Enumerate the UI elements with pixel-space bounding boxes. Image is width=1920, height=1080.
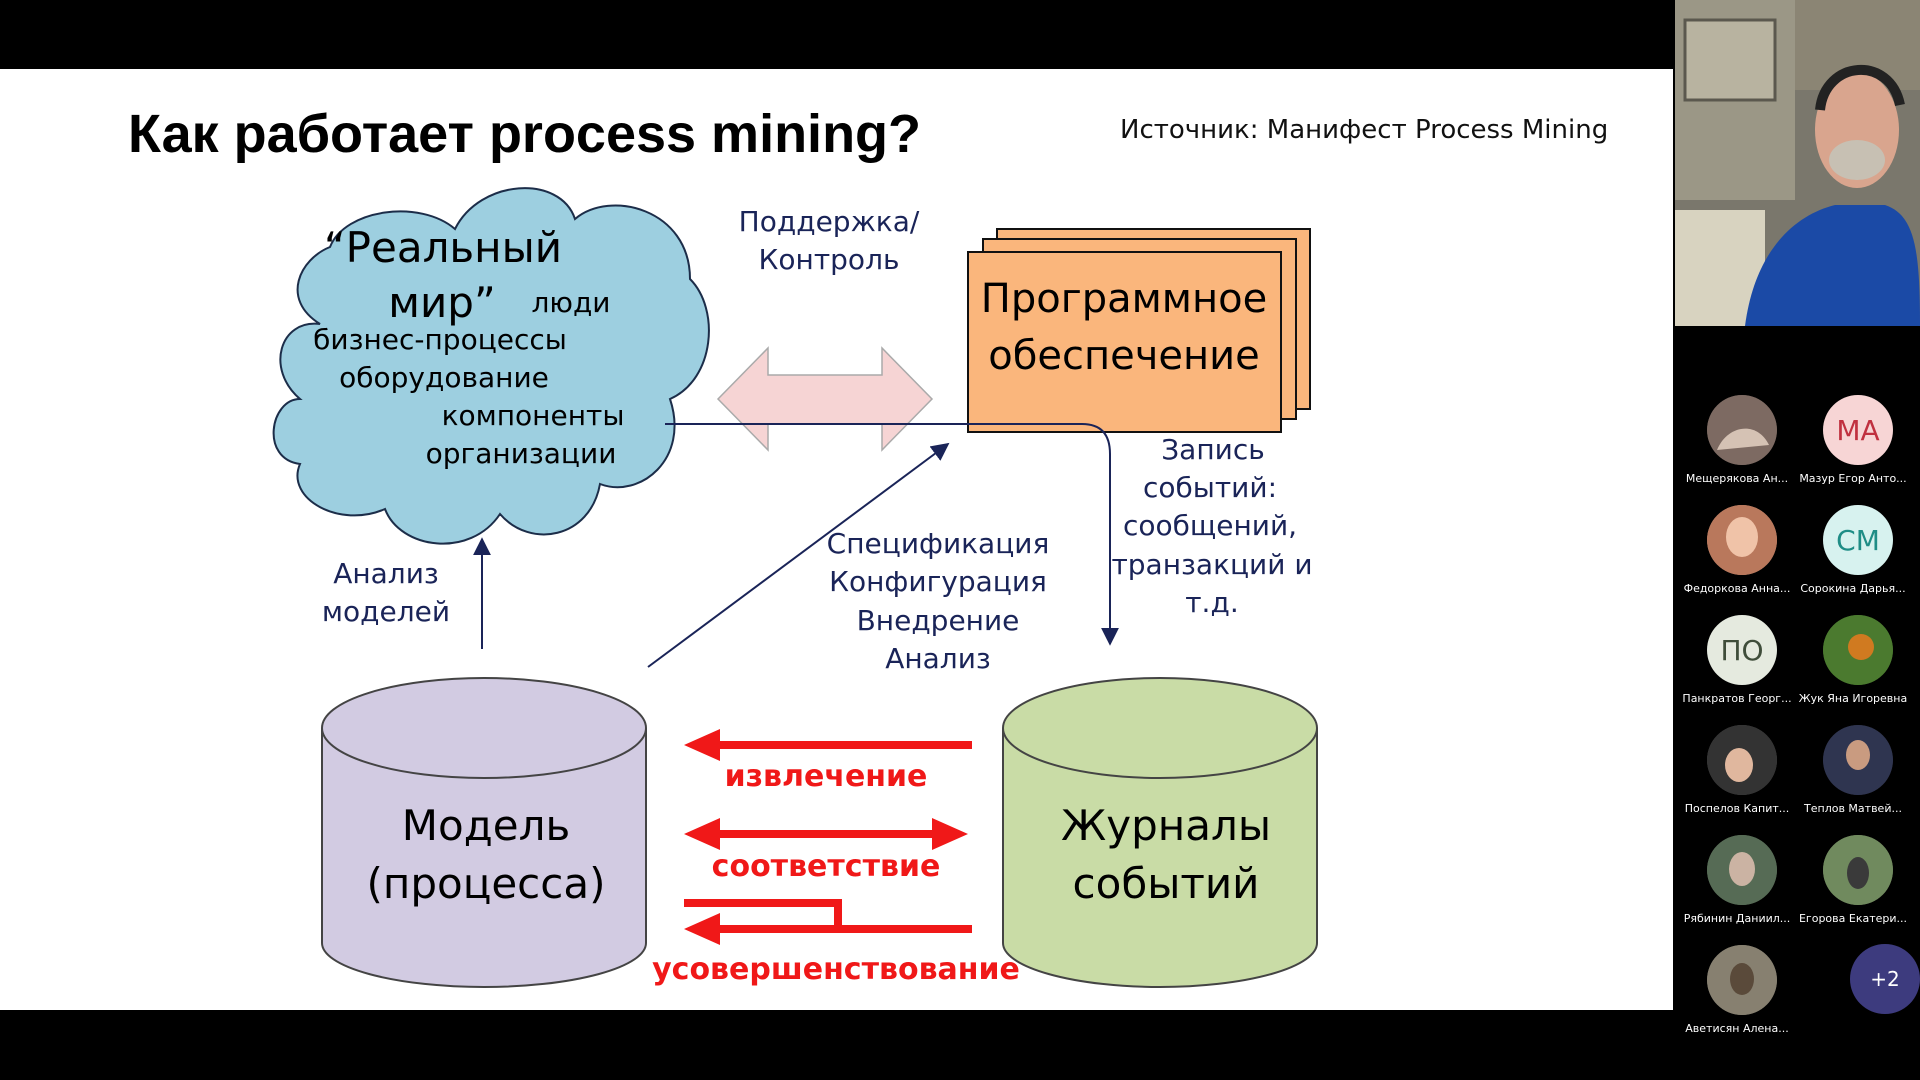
participant-name: Федоркова Анна... [1683,582,1791,595]
event-record-label-line3: сообщений, [1123,509,1297,542]
avatar [1707,725,1777,795]
event-record-label-line2: событий: [1143,471,1277,504]
more-participants-button[interactable]: +2 [1850,944,1920,1014]
participant-name: Поспелов Капит... [1684,802,1790,815]
avatar-photo [1707,505,1777,575]
logs-label-line1: Журналы [1061,801,1271,850]
participant-name: Мазур Егор Анто... [1799,472,1907,485]
slide-source: Источник: Манифест Process Mining [1120,115,1609,145]
extraction-label: извлечение [725,759,928,794]
avatar-photo [1707,835,1777,905]
event-record-label-line1: Запись [1161,433,1265,466]
avatar [1707,395,1777,465]
participant-name: Панкратов Георг... [1682,692,1792,705]
participant-name: Жук Яна Игоревна [1798,692,1908,705]
participant-tile[interactable]: Аветисян Алена... [1679,936,1795,1046]
support-control-double-arrow [716,346,934,452]
analysis-label-line2: моделей [322,595,450,628]
participant-name: Сорокина Дарья... [1800,582,1906,595]
real-world-cloud [272,187,710,545]
spec-label-line2: Конфигурация [829,565,1047,598]
avatar [1707,835,1777,905]
participant-tile[interactable]: Теплов Матвей... [1795,716,1911,826]
model-label-line2: (процесса) [367,859,606,908]
participant-tile[interactable]: ПО Панкратов Георг... [1679,606,1795,716]
avatar-photo [1707,395,1777,465]
avatar [1823,835,1893,905]
software-stack [967,228,1311,433]
logs-label-line2: событий [1073,859,1260,908]
cloud-item-people: люди [531,286,610,319]
event-record-label-line5: т.д. [1185,586,1238,619]
slide-title: Как работает process mining? [128,104,922,164]
avatar-photo [1707,725,1777,795]
avatar: МА [1823,395,1893,465]
conformance-arrow [684,818,968,850]
participant-tile[interactable]: Рябинин Даниил... [1679,826,1795,936]
avatar-photo [1823,615,1893,685]
participant-name: Рябинин Даниил... [1683,912,1791,925]
avatar: СМ [1823,505,1893,575]
model-label-line1: Модель [402,801,570,850]
specification-arrow [647,442,950,668]
cloud-item-organizations: организации [426,437,617,470]
software-label-line2: обеспечение [988,333,1260,379]
participant-name: Мещерякова Ан... [1685,472,1789,485]
spec-label-line4: Анализ [885,642,991,675]
participant-name: Егорова Екатери... [1798,912,1908,925]
participant-name: Теплов Матвей... [1804,802,1902,815]
presentation-slide: “Реальный мир” люди бизнес-процессы обор… [0,69,1673,1010]
avatar-initials: ПО [1720,633,1764,667]
avatar [1707,945,1777,1015]
participant-name: Аветисян Алена... [1685,1022,1789,1035]
software-label-line1: Программное [981,276,1267,322]
spec-label-line3: Внедрение [857,604,1020,637]
participant-tile[interactable]: Мещерякова Ан... [1679,386,1795,496]
avatar-initials: СМ [1836,523,1880,557]
support-label-line2: Контроль [759,243,900,276]
cloud-item-equipment: оборудование [339,361,549,394]
participants-panel: Мещерякова Ан... МА Мазур Егор Анто... Ф… [1673,0,1920,1080]
model-cylinder [321,677,647,988]
support-label-line1: Поддержка/ [739,205,920,238]
spec-label-line1: Спецификация [827,527,1050,560]
participant-tile[interactable]: Федоркова Анна... [1679,496,1795,606]
speaker-video-image [1675,0,1920,326]
participant-tile[interactable]: СМ Сорокина Дарья... [1795,496,1911,606]
avatar [1823,725,1893,795]
participant-tile[interactable]: Жук Яна Игоревна [1795,606,1911,716]
avatar: ПО [1707,615,1777,685]
avatar [1707,505,1777,575]
participant-tile[interactable]: Егорова Екатери... [1795,826,1911,936]
avatar [1823,615,1893,685]
cloud-item-components: компоненты [442,399,625,432]
record-events-arrow [665,423,1119,646]
avatar-photo [1823,725,1893,795]
enhancement-label: усовершенствование [652,952,1020,987]
extraction-arrow [684,729,972,761]
process-mining-diagram: “Реальный мир” люди бизнес-процессы обор… [272,187,1318,988]
event-logs-cylinder [1002,677,1318,988]
speaker-video[interactable] [1675,0,1920,326]
avatar-photo [1707,945,1777,1015]
cloud-title-line1: “Реальный [324,223,562,272]
analysis-label-line1: Анализ [333,557,439,590]
enhancement-arrow [684,899,972,945]
participant-tile[interactable]: Поспелов Капит... [1679,716,1795,826]
participant-tile[interactable]: МА Мазур Егор Анто... [1795,386,1911,496]
cloud-item-business-processes: бизнес-процессы [313,323,567,356]
avatar-initials: МА [1836,413,1880,447]
event-record-label-line4: транзакций и [1111,548,1312,581]
avatar-photo [1823,835,1893,905]
conformance-label: соответствие [712,849,941,884]
cloud-title-line2: мир” [388,278,495,327]
